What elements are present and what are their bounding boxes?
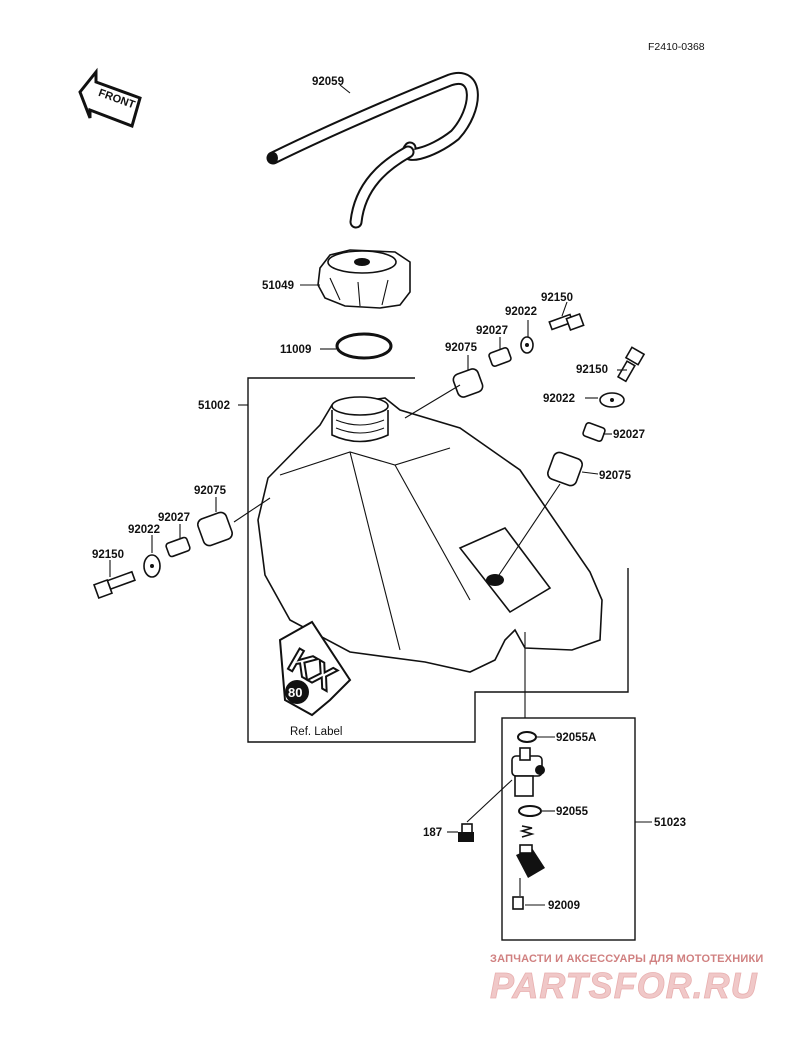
figure-code: F2410-0368 bbox=[648, 41, 705, 53]
kx80-decal-icon: KX 80 bbox=[278, 620, 352, 717]
collar-top bbox=[488, 347, 512, 367]
label-92009: 92009 bbox=[548, 900, 580, 912]
label-92150-right: 92150 bbox=[576, 364, 608, 376]
valve-lever bbox=[516, 844, 545, 878]
leader-lines-tank bbox=[109, 84, 627, 718]
label-92027-left: 92027 bbox=[158, 512, 190, 524]
decal-number: 80 bbox=[288, 685, 302, 700]
screw-92009 bbox=[512, 896, 524, 910]
label-92022-left: 92022 bbox=[128, 524, 160, 536]
watermark-brand: PARTSFOR.RU bbox=[490, 965, 758, 1006]
label-92055A: 92055A bbox=[556, 732, 596, 744]
washer-right bbox=[599, 392, 625, 408]
fuel-valve bbox=[511, 747, 545, 797]
valve-group-outline bbox=[501, 717, 636, 941]
spring bbox=[519, 825, 535, 838]
label-92055: 92055 bbox=[556, 806, 589, 818]
washer-left bbox=[143, 554, 161, 578]
oring-92055A bbox=[517, 731, 537, 743]
washer-top bbox=[520, 336, 534, 354]
label-51023: 51023 bbox=[654, 817, 686, 829]
label-92022-right: 92022 bbox=[543, 393, 575, 405]
label-92075-left: 92075 bbox=[194, 485, 227, 497]
label-92022-top: 92022 bbox=[505, 306, 537, 318]
grommet-top bbox=[452, 368, 484, 398]
cap-gasket bbox=[335, 332, 393, 360]
grommet-right bbox=[547, 451, 583, 487]
label-92150-top: 92150 bbox=[541, 292, 573, 304]
leader-lines-valve bbox=[447, 736, 652, 906]
breather-hose bbox=[266, 72, 479, 229]
screw-187 bbox=[458, 823, 474, 842]
tank-group-outline bbox=[247, 377, 629, 743]
label-51049: 51049 bbox=[262, 280, 294, 292]
label-51002: 51002 bbox=[198, 400, 230, 412]
label-92075-right: 92075 bbox=[599, 470, 632, 482]
label-11009: 11009 bbox=[280, 344, 311, 356]
watermark-tagline: ЗАПЧАСТИ И АКСЕССУАРЫ ДЛЯ МОТОТЕХНИКИ bbox=[490, 953, 763, 965]
label-92150-left: 92150 bbox=[92, 549, 124, 561]
collar-left bbox=[165, 536, 191, 558]
grommet-left bbox=[197, 511, 233, 547]
collar-right bbox=[582, 422, 606, 442]
label-187: 187 bbox=[423, 827, 442, 839]
fuel-cap bbox=[317, 249, 411, 309]
label-92027-top: 92027 bbox=[476, 325, 508, 337]
label-92027-right: 92027 bbox=[613, 429, 645, 441]
front-arrow-icon: FRONT bbox=[78, 67, 142, 128]
label-92075-top: 92075 bbox=[445, 342, 478, 354]
mount-bolt-top bbox=[548, 312, 585, 332]
label-92059: 92059 bbox=[312, 76, 344, 88]
mount-bolt-left bbox=[93, 570, 136, 599]
oring-92055 bbox=[518, 805, 542, 817]
ref-label: Ref. Label bbox=[290, 726, 342, 738]
mount-bolt-right bbox=[616, 346, 646, 383]
